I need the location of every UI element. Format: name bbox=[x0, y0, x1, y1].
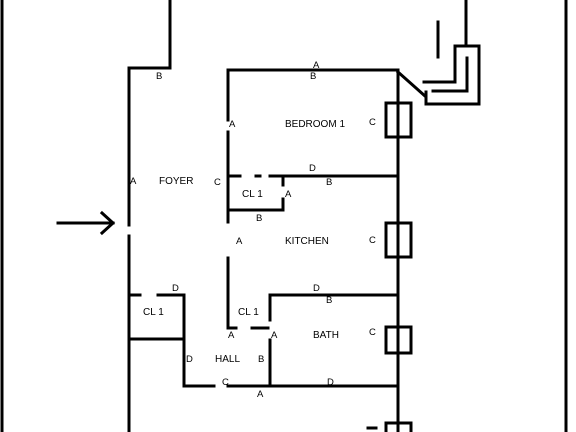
wall-code: B bbox=[256, 213, 262, 224]
wall-code: B bbox=[326, 177, 332, 188]
wall-code: D bbox=[309, 163, 316, 174]
room-label-bath-closet: CL 1 bbox=[238, 307, 259, 318]
wall-code: B bbox=[310, 71, 316, 82]
wall-code: C bbox=[369, 235, 376, 246]
room-label-bedroom-1: BEDROOM 1 bbox=[285, 119, 345, 130]
wall-code: B bbox=[156, 71, 162, 82]
wall-code: D bbox=[327, 377, 334, 388]
hall-closet-walls bbox=[127, 293, 216, 388]
wall-code: A bbox=[257, 389, 264, 400]
bedroom-closet-walls bbox=[226, 174, 285, 212]
foyer-walls bbox=[127, 0, 172, 432]
room-label-hall: HALL bbox=[215, 354, 240, 365]
wall-code: A bbox=[228, 330, 235, 341]
wall-code: B bbox=[258, 354, 264, 365]
room-label-hall-closet: CL 1 bbox=[143, 307, 164, 318]
window-bedroom bbox=[384, 101, 413, 139]
wall-code: C bbox=[214, 177, 221, 188]
wall-code: D bbox=[186, 354, 193, 365]
wall-code: D bbox=[172, 283, 179, 294]
window-bath bbox=[384, 325, 413, 355]
room-labels: FOYER BEDROOM 1 KITCHEN BATH HALL CL 1 C… bbox=[143, 119, 345, 365]
wall-code: C bbox=[222, 377, 229, 388]
room-label-bath: BATH bbox=[313, 330, 339, 341]
wall-code: A bbox=[285, 189, 292, 200]
kitchen-walls bbox=[226, 256, 400, 297]
wall-code: C bbox=[369, 327, 376, 338]
wall-code: D bbox=[313, 283, 320, 294]
wall-code: B bbox=[326, 295, 332, 306]
stair-detail bbox=[422, 0, 481, 106]
wall-codes: B A C A B A C D B A B A C D B D A A C D … bbox=[130, 60, 376, 400]
window-lower bbox=[366, 421, 413, 432]
room-label-kitchen: KITCHEN bbox=[285, 236, 329, 247]
bedroom-walls bbox=[226, 68, 428, 432]
room-label-bedroom-closet: CL 1 bbox=[242, 189, 263, 200]
entrance-arrow-icon bbox=[56, 210, 116, 236]
wall-code: A bbox=[271, 330, 278, 341]
wall-code: A bbox=[130, 176, 137, 187]
wall-code: A bbox=[313, 60, 320, 71]
wall-code: A bbox=[229, 119, 236, 130]
wall-code: C bbox=[369, 117, 376, 128]
window-kitchen bbox=[384, 221, 413, 259]
wall-code: A bbox=[236, 236, 243, 247]
bath-walls bbox=[226, 293, 400, 388]
room-label-foyer: FOYER bbox=[159, 176, 193, 187]
